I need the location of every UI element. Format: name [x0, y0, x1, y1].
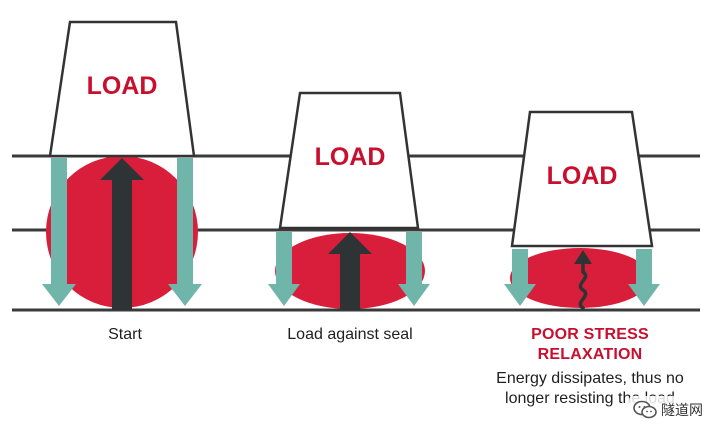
down-arrow-left	[42, 158, 76, 306]
stage-load-against-seal: LOAD	[268, 91, 430, 310]
load-block	[48, 20, 196, 158]
down-arrow-right	[168, 158, 202, 306]
up-arrow	[100, 158, 144, 310]
caption-start: Start	[108, 326, 142, 343]
watermark-text: 隧道网	[661, 403, 703, 419]
load-label: LOAD	[315, 143, 386, 171]
load-label: LOAD	[547, 162, 618, 190]
down-arrow-left	[268, 232, 300, 306]
seal-ellipse	[510, 248, 650, 308]
down-arrow-left	[504, 249, 536, 306]
load-block	[510, 110, 654, 248]
caption-load-against-seal: Load against seal	[287, 326, 413, 343]
up-arrow	[328, 232, 372, 310]
down-arrow-right	[398, 232, 430, 306]
squiggle-arrow	[574, 250, 592, 310]
stage-poor-stress-relaxation: LOAD	[504, 110, 660, 310]
watermark: 隧道网	[629, 396, 707, 424]
wechat-logo-icon	[633, 400, 657, 419]
down-arrow-right	[628, 249, 660, 306]
stage-start: LOAD	[42, 20, 202, 310]
load-label: LOAD	[87, 72, 158, 100]
caption-poor-stress-title: POOR STRESS RELAXATION	[531, 326, 649, 363]
load-block	[278, 91, 420, 230]
